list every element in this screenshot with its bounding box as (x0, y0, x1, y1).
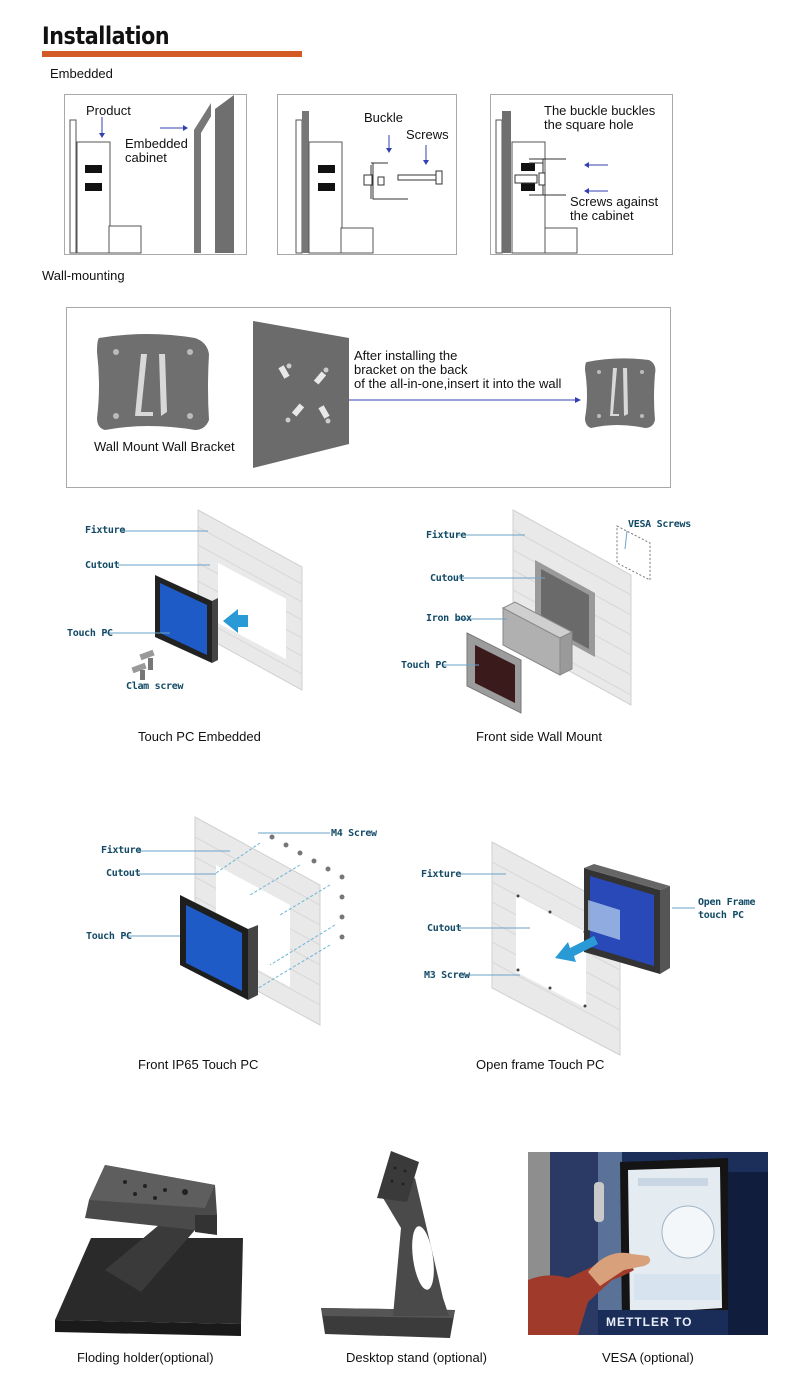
embedded-panel-3-drawing (495, 111, 608, 254)
label-screws-cabinet-1: Screws against (570, 194, 659, 209)
wall-mount-panel: Wall Mount Wall Bracket After installing… (66, 307, 671, 488)
embedded-panel-1-drawing (69, 95, 234, 254)
label-product: Product (86, 103, 131, 118)
image-vesa: METTLER TO (528, 1152, 768, 1335)
label-embedded-cabinet-2: cabinet (125, 150, 167, 165)
label-screws-cabinet-2: the cabinet (570, 208, 634, 223)
caption-open-frame: Open frame Touch PC (476, 1057, 605, 1072)
label-wall-mount-bracket: Wall Mount Wall Bracket (94, 439, 235, 454)
label-buckle: Buckle (364, 110, 404, 125)
caption-desktop-stand: Desktop stand (optional) (346, 1350, 487, 1365)
desktop-stand-drawing (321, 1151, 455, 1338)
image-folding-holder (45, 1160, 255, 1340)
label-cutout-3: Cutout (106, 868, 141, 879)
label-m3-screw: M3 Screw (424, 970, 470, 981)
diagram-front-wall-mount: Fixture Cutout Iron box Touch PC VESA Sc… (395, 505, 695, 715)
label-embedded-cabinet-1: Embedded (125, 136, 188, 151)
caption-folding-holder: Floding holder(optional) (77, 1350, 214, 1365)
wall-instruction-line-1: After installing the (354, 348, 458, 363)
embedded-panel-2: Buckle Screws (277, 94, 457, 255)
label-fixture-4: Fixture (421, 869, 462, 880)
title-underline (42, 51, 302, 57)
label-fixture-3: Fixture (101, 845, 142, 856)
image-desktop-stand (315, 1148, 465, 1343)
label-open-frame-1: Open Frame (698, 897, 756, 908)
diagram-touch-pc-embedded: Fixture Cutout Touch PC Clam screw (60, 505, 320, 705)
diagram-front-wall-mount-drawing (443, 509, 651, 714)
label-cutout-2: Cutout (430, 573, 465, 584)
embedded-panel-3: The buckle buckles the square hole Screw… (490, 94, 673, 255)
label-vesa-screws: VESA Screws (628, 519, 691, 530)
wall-instruction-line-2: bracket on the back (354, 362, 468, 377)
diagram-open-frame-drawing (456, 841, 695, 1056)
vesa-photo-drawing (528, 1152, 768, 1335)
vesa-brand-text: METTLER TO (606, 1315, 693, 1329)
caption-touch-pc-embedded: Touch PC Embedded (138, 729, 261, 744)
caption-front-ip65: Front IP65 Touch PC (138, 1057, 259, 1072)
caption-vesa: VESA (optional) (602, 1350, 694, 1365)
caption-front-wall-mount: Front side Wall Mount (476, 729, 602, 744)
embedded-panel-2-drawing (295, 111, 443, 254)
label-buckle-square-1: The buckle buckles (544, 103, 656, 118)
label-cutout-4: Cutout (427, 923, 462, 934)
diagram-front-ip65: Fixture Cutout Touch PC M4 Screw (80, 815, 380, 1030)
label-clam-screw: Clam screw (126, 681, 184, 692)
label-fixture-2: Fixture (426, 530, 467, 541)
label-fixture-1: Fixture (85, 525, 126, 536)
diagram-front-ip65-drawing (125, 816, 345, 1026)
label-iron-box: Iron box (426, 613, 472, 624)
label-touch-pc-2: Touch PC (401, 660, 447, 671)
label-screws: Screws (406, 127, 449, 142)
diagram-touch-pc-embedded-drawing (105, 509, 303, 691)
diagram-open-frame: Fixture Cutout M3 Screw Open Frame touch… (410, 840, 760, 1060)
label-touch-pc-1: Touch PC (67, 628, 113, 639)
label-cutout-1: Cutout (85, 560, 120, 571)
label-buckle-square-2: the square hole (544, 117, 634, 132)
page-title: Installation (42, 22, 170, 50)
label-touch-pc-3: Touch PC (86, 931, 132, 942)
folding-holder-drawing (55, 1165, 243, 1336)
section-label-wall-mounting: Wall-mounting (42, 268, 125, 283)
wall-instruction-line-3: of the all-in-one,insert it into the wal… (354, 376, 562, 391)
section-label-embedded: Embedded (50, 66, 113, 81)
label-open-frame-2: touch PC (698, 910, 744, 921)
wall-mount-drawing (97, 321, 656, 468)
embedded-panel-1: Product Embedded cabinet (64, 94, 247, 255)
label-m4-screw: M4 Screw (331, 828, 377, 839)
